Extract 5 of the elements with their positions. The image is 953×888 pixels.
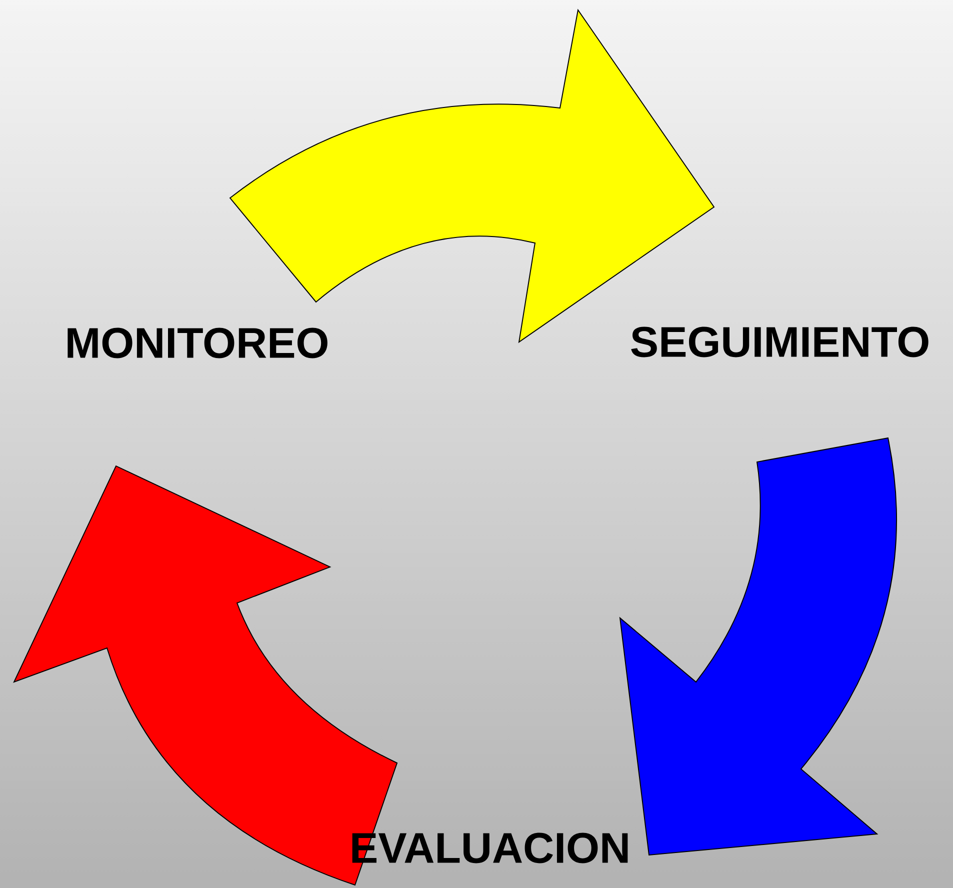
curved-block-arrow [620,437,897,856]
stage-label: SEGUIMIENTO [631,326,928,358]
curved-block-arrow [230,9,714,342]
curved-block-arrow [14,465,398,886]
stage-label: MONITOREO [68,328,328,358]
